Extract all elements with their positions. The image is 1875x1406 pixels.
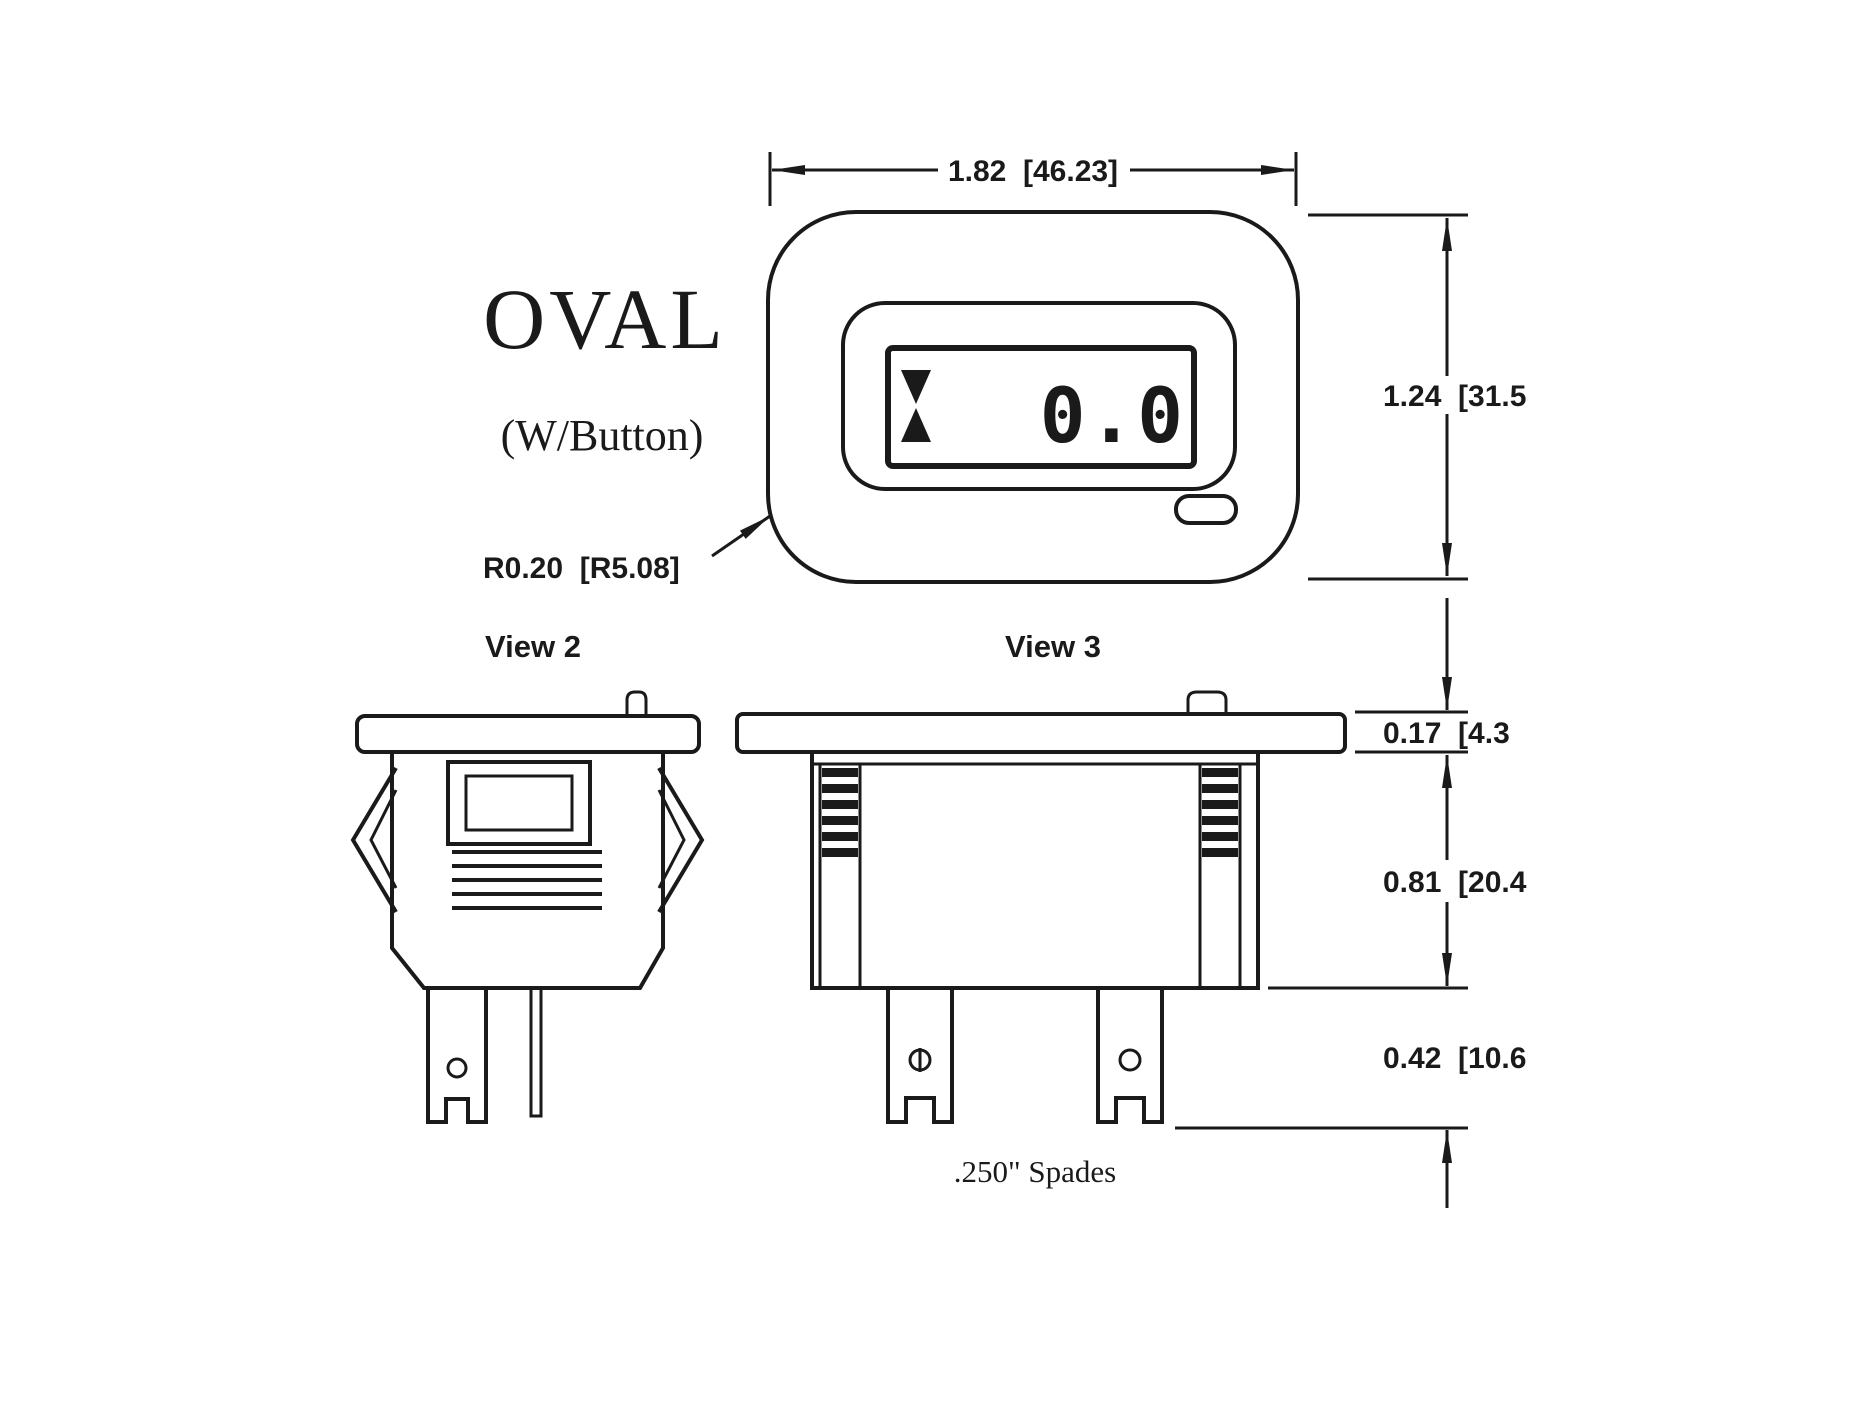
spade-terminal-left	[886, 988, 954, 1124]
dimension-flange-thickness: 0.17 [4.3	[1355, 598, 1510, 754]
terminal-hole	[446, 1057, 468, 1079]
body-outline-side	[390, 752, 665, 990]
dimension-width-label: 1.82 [46.23]	[948, 155, 1118, 188]
dimension-terminal-length: 0.42 [10.6	[1175, 1042, 1526, 1208]
clip-barb	[1202, 800, 1238, 809]
reset-button-outline	[1174, 494, 1238, 525]
clip-barb	[822, 784, 858, 793]
hourglass-bottom	[901, 408, 931, 442]
display-recess-outline	[841, 301, 1237, 491]
terminal-hole	[1118, 1048, 1142, 1072]
clip-barb	[1202, 848, 1238, 857]
side-view-view2	[350, 690, 705, 1124]
dimension-body-depth: 0.81 [20.4	[1268, 755, 1527, 990]
thin-terminal-side	[529, 988, 543, 1118]
rib-lines	[452, 850, 602, 910]
clip-barb	[1202, 832, 1238, 841]
dimension-terminal-label: 0.42 [10.6	[1383, 1042, 1526, 1075]
spade-terminal-side	[426, 988, 488, 1124]
hourglass-icon	[901, 370, 931, 442]
lcd-window-outline	[885, 345, 1197, 469]
flange-side	[355, 714, 701, 754]
snap-wing-right-inner	[657, 789, 686, 889]
product-title: OVAL	[483, 271, 727, 367]
clip-barb	[822, 768, 858, 777]
snap-wing-left-inner	[369, 789, 398, 889]
flange-front	[735, 712, 1347, 754]
view3-label: View 3	[1005, 629, 1101, 664]
dimension-flange-label: 0.17 [4.3	[1383, 717, 1510, 750]
clip-barb	[822, 832, 858, 841]
clip-barb	[822, 848, 858, 857]
dimension-body-label: 0.81 [20.4	[1383, 866, 1527, 899]
view2-label: View 2	[485, 629, 581, 664]
dimension-width: 1.82 [46.23]	[768, 152, 1298, 206]
spades-note: .250" Spades	[954, 1154, 1116, 1189]
hourglass-top	[901, 370, 931, 404]
button-pin-side	[625, 690, 648, 716]
button-housing-outline	[446, 760, 592, 846]
bezel-outline	[766, 210, 1300, 584]
clip-barb	[1202, 768, 1238, 777]
radius-callout-label: R0.20 [R5.08]	[483, 552, 680, 585]
clip-barb	[1202, 816, 1238, 825]
clip-barb	[1202, 784, 1238, 793]
clip-barb	[822, 800, 858, 809]
snap-wing-right	[657, 766, 705, 914]
snap-wing-left	[350, 766, 398, 914]
product-subtitle: (W/Button)	[501, 411, 704, 460]
clip-barb	[822, 816, 858, 825]
dimension-height: 1.24 [31.5	[1308, 213, 1526, 581]
snap-clip-right	[1198, 764, 1242, 988]
snap-clip-left	[818, 764, 862, 988]
radius-leader-arrow	[711, 514, 771, 558]
front-view-view3	[735, 690, 1347, 1124]
body-outline-front	[810, 750, 1260, 990]
radius-callout: R0.20 [R5.08]	[483, 514, 771, 585]
lcd-value: 0.0	[1040, 371, 1186, 460]
top-view: 0.0	[766, 210, 1300, 584]
button-pin-front	[1186, 690, 1228, 714]
button-housing-inner	[464, 774, 574, 832]
dimension-height-label: 1.24 [31.5	[1383, 380, 1526, 413]
spade-terminal-right	[1096, 988, 1164, 1124]
